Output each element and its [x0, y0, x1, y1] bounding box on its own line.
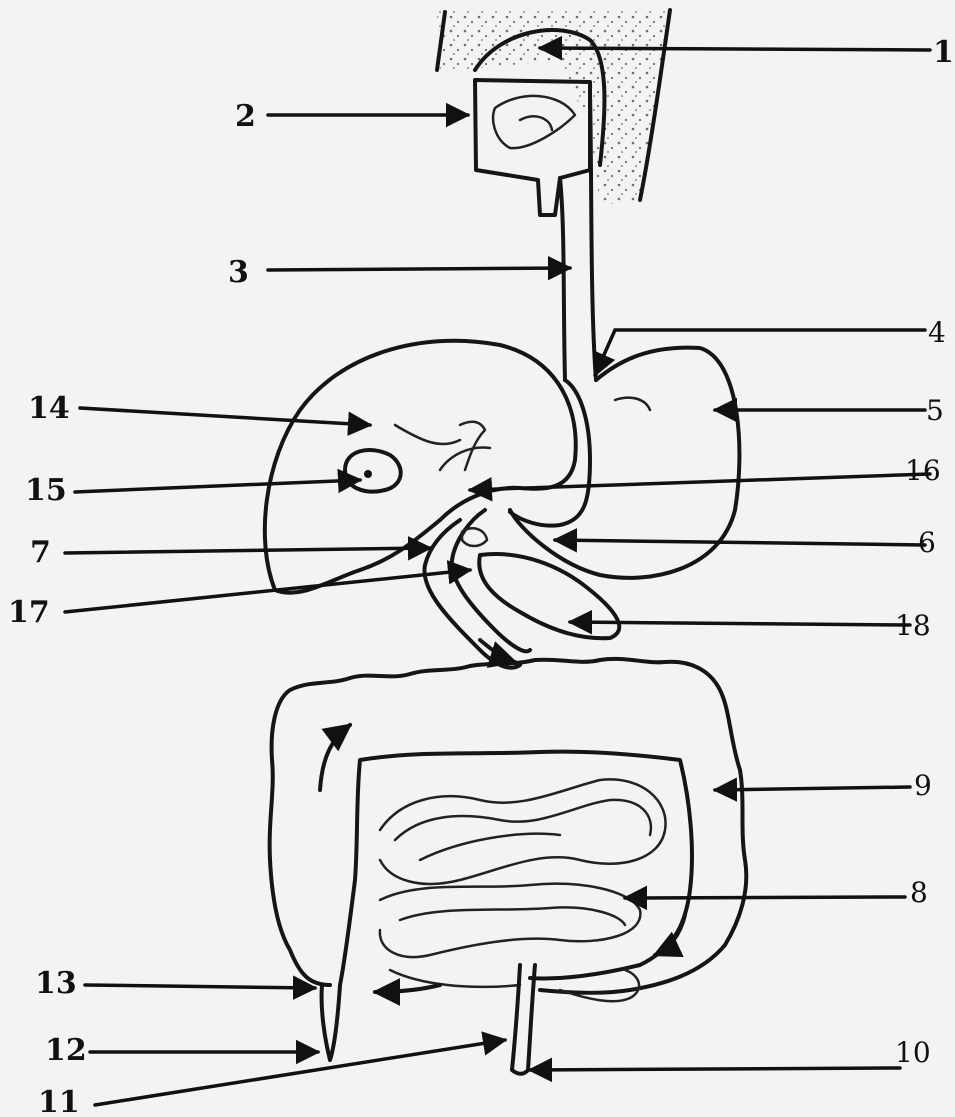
label-18: 18	[895, 609, 931, 642]
label-12: 12	[45, 1033, 87, 1068]
duodenum	[424, 510, 530, 668]
leader-lines	[65, 48, 930, 1105]
label-3: 3	[228, 255, 249, 290]
large-intestine	[270, 659, 747, 1060]
label-11: 11	[38, 1085, 80, 1117]
label-1: 1	[933, 35, 954, 70]
label-9: 9	[914, 769, 932, 802]
gallbladder	[345, 450, 401, 492]
label-8: 8	[910, 876, 928, 909]
label-10: 10	[895, 1036, 931, 1069]
label-13: 13	[35, 966, 77, 1001]
label-4: 4	[928, 316, 946, 349]
label-7: 7	[30, 535, 51, 570]
label-17: 17	[8, 595, 50, 630]
label-5: 5	[926, 394, 944, 427]
pancreas	[479, 554, 619, 638]
esophagus	[560, 95, 596, 380]
label-15: 15	[25, 473, 67, 508]
mouth-tongue	[475, 80, 590, 215]
head-region	[437, 10, 670, 205]
label-2: 2	[235, 99, 256, 134]
appendix	[512, 965, 535, 1074]
label-16: 16	[905, 454, 941, 487]
liver	[265, 341, 576, 593]
label-14: 14	[28, 391, 70, 426]
label-6: 6	[918, 526, 936, 559]
flow-arrows	[320, 640, 685, 992]
